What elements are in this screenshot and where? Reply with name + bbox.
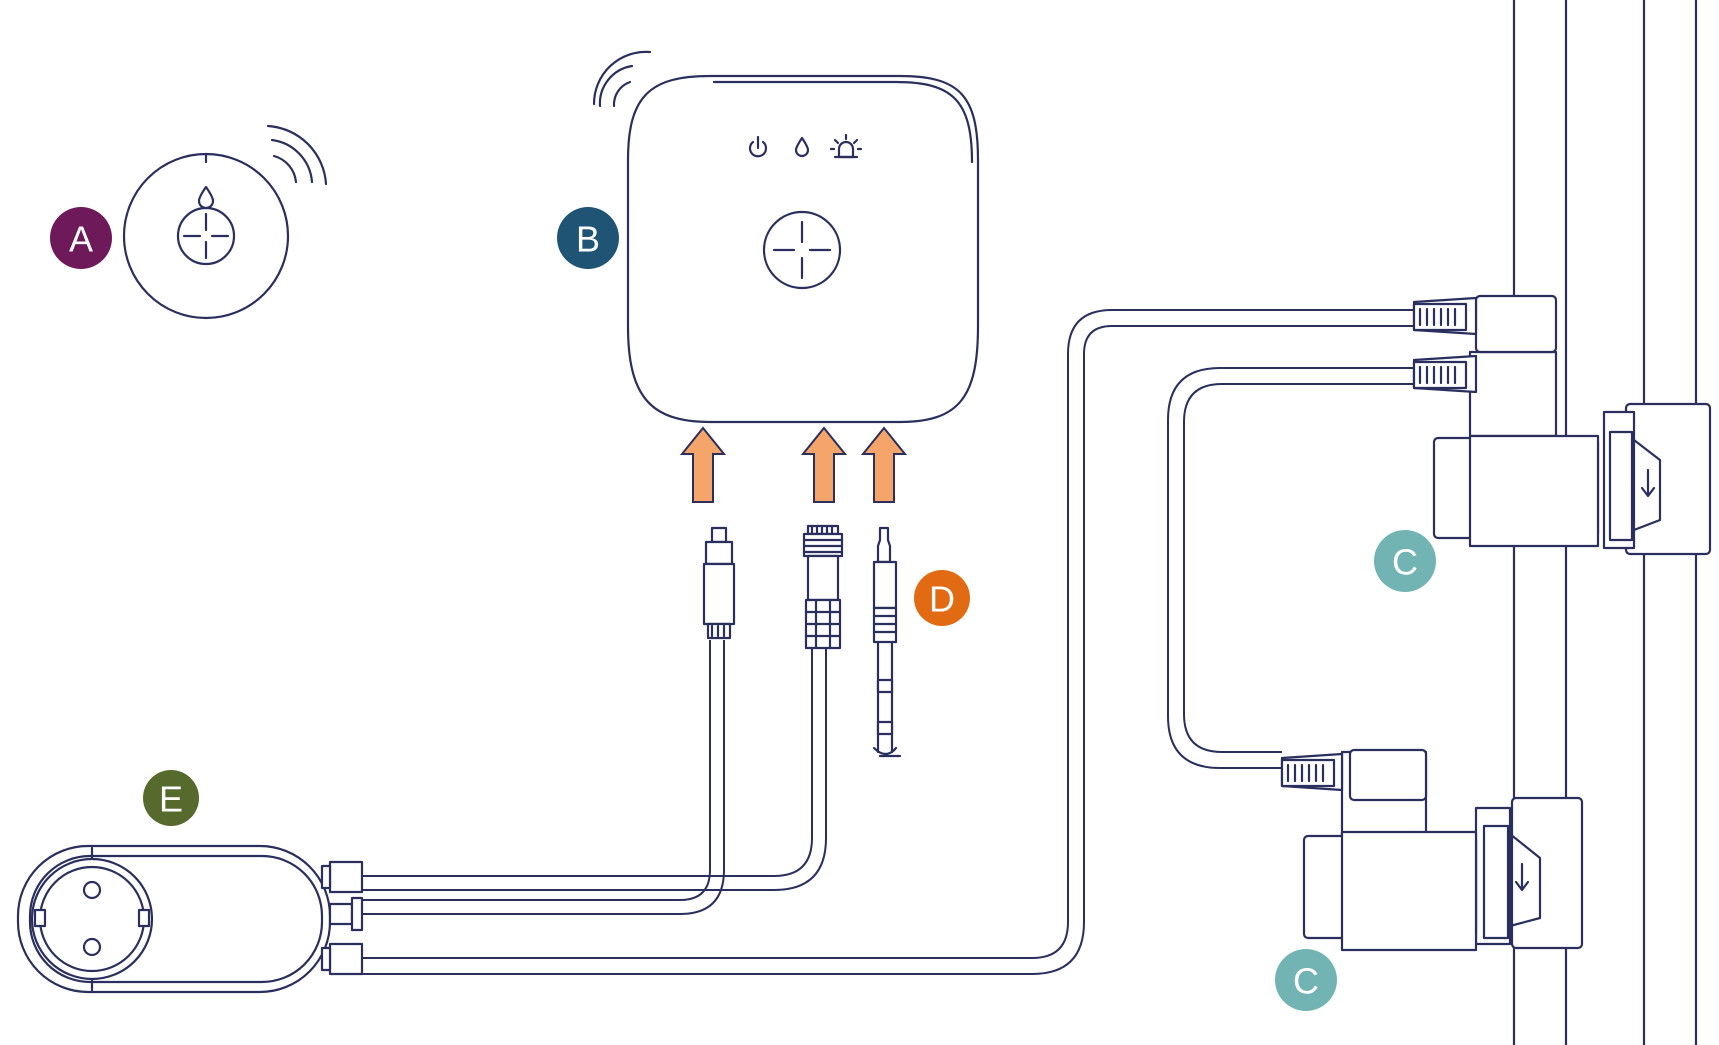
badge-e: E [143,770,199,826]
badge-b-label: B [576,219,600,260]
badge-e-label: E [159,779,183,820]
wifi-signal-icon [592,50,652,108]
water-drop-icon [197,185,215,210]
hub [592,50,980,424]
rj45-connector [802,524,844,650]
cables [362,309,1415,975]
power-icon [748,135,768,158]
dc-power-jack [702,526,736,640]
hub-button [762,210,842,290]
badge-c-top: C [1374,530,1436,592]
badge-c-bottom: C [1275,949,1337,1011]
alarm-light-icon [829,133,863,159]
arrow-up-icon [860,426,908,503]
badge-d-label: D [929,579,955,620]
socket-face [30,857,154,981]
water-sensor [122,124,328,320]
badge-d: D [914,570,970,626]
insert-arrows [679,426,908,503]
audio-jack [872,526,902,758]
wifi-signal-icon [266,124,328,186]
badge-a-label: A [69,219,93,260]
badge-b: B [557,207,619,269]
water-drop-icon [794,136,810,158]
valve-top [1412,294,1712,556]
badge-c-top-label: C [1392,542,1418,583]
smart-plug [16,844,364,994]
arrow-up-icon [800,426,848,503]
arrow-up-icon [679,426,727,503]
badge-c-bottom-label: C [1293,961,1319,1002]
badge-a: A [50,207,112,269]
valve-bottom [1280,748,1584,952]
